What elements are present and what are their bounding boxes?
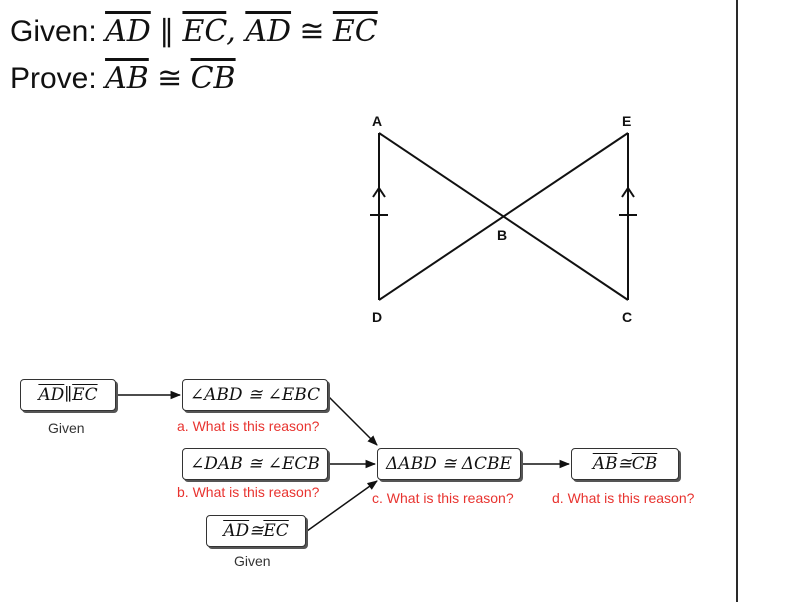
- statement-box-conclusion: AB ≅ CB: [571, 448, 679, 480]
- reason-c: c. What is this reason?: [372, 490, 514, 506]
- box2-text: ∠ABD ≅ ∠EBC: [189, 385, 321, 405]
- point-label-e: E: [622, 113, 631, 129]
- statement-box-congruent-segments: AD ≅ EC: [206, 515, 306, 547]
- arrow-box2-to-box5: [328, 396, 378, 446]
- page-divider: [736, 0, 738, 602]
- box6-segment-cb: CB: [631, 454, 658, 474]
- given-segment-ad: AD: [105, 14, 151, 49]
- prove-segment-cb: CB: [190, 61, 236, 96]
- statement-box-alternate-angles: ∠DAB ≅ ∠ECB: [182, 448, 328, 480]
- prove-segment-ab: AB: [105, 61, 149, 96]
- box3-text: ∠DAB ≅ ∠ECB: [190, 454, 320, 474]
- congruent-symbol: ≅: [291, 15, 333, 48]
- given-segment-ec: EC: [182, 14, 227, 49]
- statement-box-vertical-angles: ∠ABD ≅ ∠EBC: [182, 379, 328, 411]
- given-comma: ,: [226, 14, 246, 49]
- point-label-c: C: [622, 309, 632, 325]
- reason-d: d. What is this reason?: [552, 490, 695, 506]
- point-label-a: A: [372, 113, 382, 129]
- reason-given-2: Given: [234, 553, 271, 569]
- box1-segment-ad: AD: [38, 385, 65, 405]
- reason-a: a. What is this reason?: [177, 418, 320, 434]
- statement-box-parallel: AD ∥ EC: [20, 379, 116, 411]
- given-segment-ec-2: EC: [332, 14, 378, 49]
- box1-relation: ∥: [64, 385, 73, 405]
- box6-segment-ab: AB: [592, 454, 618, 474]
- given-segment-ad-2: AD: [245, 14, 292, 49]
- point-label-b: B: [497, 227, 507, 243]
- given-statement: Given: AD ∥ EC, AD ≅ EC: [10, 14, 378, 49]
- prove-statement: Prove: AB ≅ CB: [10, 61, 236, 96]
- given-label: Given:: [10, 15, 97, 48]
- box1-segment-ec: EC: [72, 385, 98, 405]
- box4-segment-ec: EC: [263, 521, 289, 541]
- parallel-mark-ec: [621, 186, 635, 198]
- box4-relation: ≅: [249, 521, 264, 541]
- point-label-d: D: [372, 309, 382, 325]
- segment-ed: [378, 132, 629, 301]
- prove-congruent-symbol: ≅: [148, 62, 191, 95]
- arrow-box4-to-box5: [306, 480, 378, 532]
- parallel-symbol: ∥: [150, 15, 183, 48]
- parallel-mark-ad: [372, 186, 386, 198]
- bowtie-figure: [370, 132, 637, 301]
- prove-label: Prove:: [10, 62, 97, 95]
- box6-relation: ≅: [617, 454, 632, 474]
- statement-box-triangles-congruent: ΔABD ≅ ΔCBE: [377, 448, 521, 480]
- box4-segment-ad: AD: [223, 521, 250, 541]
- reason-b: b. What is this reason?: [177, 484, 320, 500]
- reason-given-1: Given: [48, 420, 85, 436]
- box5-text: ΔABD ≅ ΔCBE: [386, 454, 512, 474]
